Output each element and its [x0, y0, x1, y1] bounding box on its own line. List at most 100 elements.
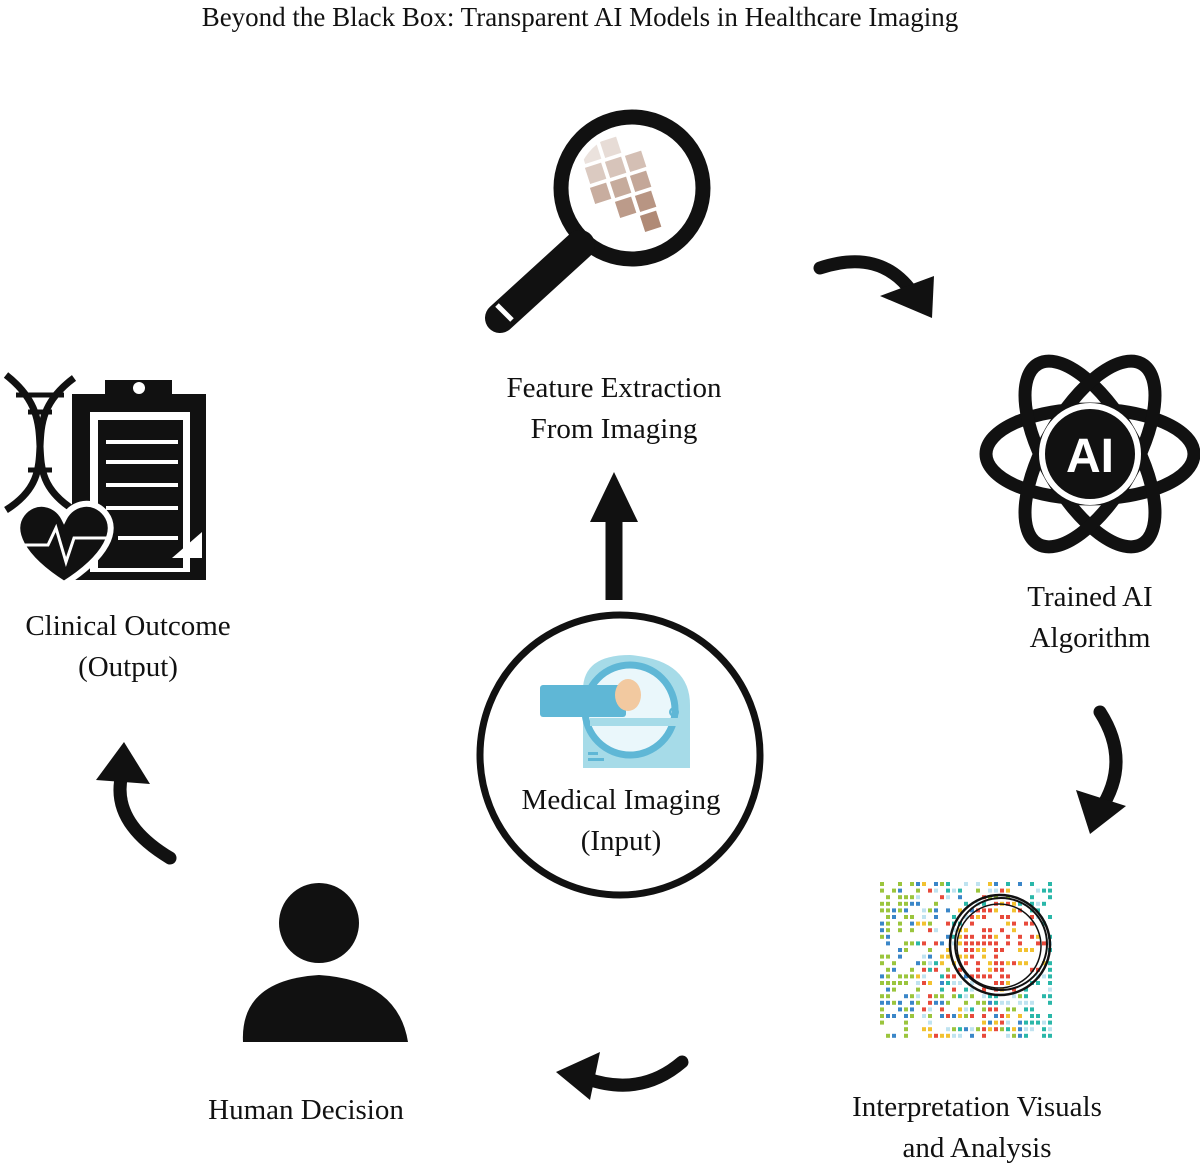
heatmap-cell — [928, 954, 932, 959]
heatmap-cell — [964, 941, 968, 946]
heatmap-cell — [934, 967, 938, 972]
heatmap-cell — [976, 1027, 980, 1032]
heatmap-cell — [982, 901, 986, 906]
heatmap-cell — [946, 921, 950, 926]
heatmap-cell — [970, 948, 974, 952]
lens-tile — [639, 210, 662, 233]
heatmap-cell — [970, 934, 974, 939]
heatmap-cell — [916, 961, 920, 966]
arrow-feature-to-ai — [813, 255, 934, 318]
heatmap-cell — [1024, 921, 1028, 926]
heatmap-cell — [904, 1033, 908, 1038]
heatmap-cell — [970, 981, 974, 985]
heatmap-cell — [958, 1033, 962, 1038]
heatmap-cell — [886, 908, 890, 913]
heatmap-cell — [1018, 901, 1022, 906]
heatmap-cell — [982, 974, 986, 979]
heatmap-cell — [952, 941, 956, 946]
heatmap-cell — [1048, 994, 1052, 999]
heatmap-cell — [982, 1027, 986, 1032]
heatmap-cell — [994, 941, 998, 946]
heatmap-cell — [1048, 888, 1052, 893]
heatmap-cell — [1042, 888, 1046, 893]
heatmap-cell — [928, 1000, 932, 1005]
heatmap-cell — [916, 921, 920, 926]
heatmap-cell — [934, 994, 938, 999]
heatmap-cell — [1012, 1007, 1016, 1012]
heatmap-cell — [958, 934, 962, 939]
heatmap-cell — [922, 908, 926, 913]
heatmap-cell — [952, 1033, 956, 1038]
magnifier-icon — [485, 109, 711, 333]
heatmap-cell — [988, 928, 992, 933]
heatmap-cell — [970, 1033, 974, 1038]
heatmap-cell — [1000, 1014, 1004, 1018]
heatmap-cell — [886, 974, 890, 979]
heatmap-cell — [928, 928, 932, 933]
heatmap-cell — [898, 921, 902, 926]
heatmap-cell — [928, 1014, 932, 1018]
heatmap-cell — [880, 908, 884, 913]
interpretation-label: Interpretation Visuals and Analysis — [812, 1087, 1142, 1169]
heatmap-cell — [1030, 901, 1034, 906]
heatmap-cell — [1018, 882, 1022, 886]
heatmap-cell — [928, 961, 932, 966]
heatmap-cell — [940, 1007, 944, 1012]
heatmap-cell — [964, 1027, 968, 1032]
heatmap-cell — [1030, 921, 1034, 926]
heatmap-cell — [970, 987, 974, 992]
heatmap-cell — [946, 1033, 950, 1038]
heatmap-cell — [970, 915, 974, 919]
heatmap-cell — [916, 882, 920, 886]
heatmap-cell — [994, 948, 998, 952]
heatmap-cell — [1006, 941, 1010, 946]
human-label-line1: Human Decision — [208, 1094, 404, 1126]
heatmap-cell — [994, 1020, 998, 1025]
heatmap-cell — [1048, 915, 1052, 919]
heatmap-cell — [1012, 901, 1016, 906]
heatmap-cell — [964, 915, 968, 919]
heatmap-cell — [1042, 961, 1046, 966]
heatmap-cell — [922, 954, 926, 959]
heatmap-cell — [1000, 928, 1004, 933]
heatmap-icon — [880, 882, 1052, 1038]
input-label-line1: Medical Imaging — [521, 784, 721, 816]
heatmap-cell — [952, 1014, 956, 1018]
heatmap-cell — [892, 967, 896, 972]
heatmap-cell — [934, 908, 938, 913]
heatmap-cell — [928, 908, 932, 913]
heatmap-cell — [1024, 1027, 1028, 1032]
heatmap-cell — [880, 921, 884, 926]
heatmap-cell — [964, 1014, 968, 1018]
heatmap-cell — [928, 994, 932, 999]
heatmap-cell — [910, 967, 914, 972]
heatmap-cell — [970, 954, 974, 959]
heatmap-cell — [910, 915, 914, 919]
heatmap-cell — [1006, 882, 1010, 886]
heatmap-cell — [976, 967, 980, 972]
heatmap-cell — [1042, 901, 1046, 906]
heatmap-cell — [910, 994, 914, 999]
heatmap-cell — [946, 934, 950, 939]
heatmap-cell — [982, 987, 986, 992]
heatmap-cell — [982, 915, 986, 919]
heatmap-cell — [1024, 1020, 1028, 1025]
heatmap-cell — [1042, 994, 1046, 999]
heatmap-cell — [1048, 1020, 1052, 1025]
heatmap-cell — [892, 987, 896, 992]
heatmap-cell — [952, 928, 956, 933]
heatmap-cell — [898, 981, 902, 985]
heatmap-cell — [892, 888, 896, 893]
heatmap-cell — [904, 948, 908, 952]
ai-label-line1: Trained AI — [1027, 581, 1153, 613]
heatmap-cell — [934, 901, 938, 906]
heatmap-cell — [928, 948, 932, 952]
heatmap-cell — [940, 981, 944, 985]
heatmap-cell — [982, 1014, 986, 1018]
heatmap-cell — [964, 1007, 968, 1012]
outcome-label-line2: (Output) — [78, 651, 178, 683]
heatmap-cell — [1030, 1027, 1034, 1032]
heatmap-cell — [946, 948, 950, 952]
lens-tile — [634, 190, 657, 213]
diagram-title: Beyond the Black Box: Transparent AI Mod… — [201, 2, 959, 32]
